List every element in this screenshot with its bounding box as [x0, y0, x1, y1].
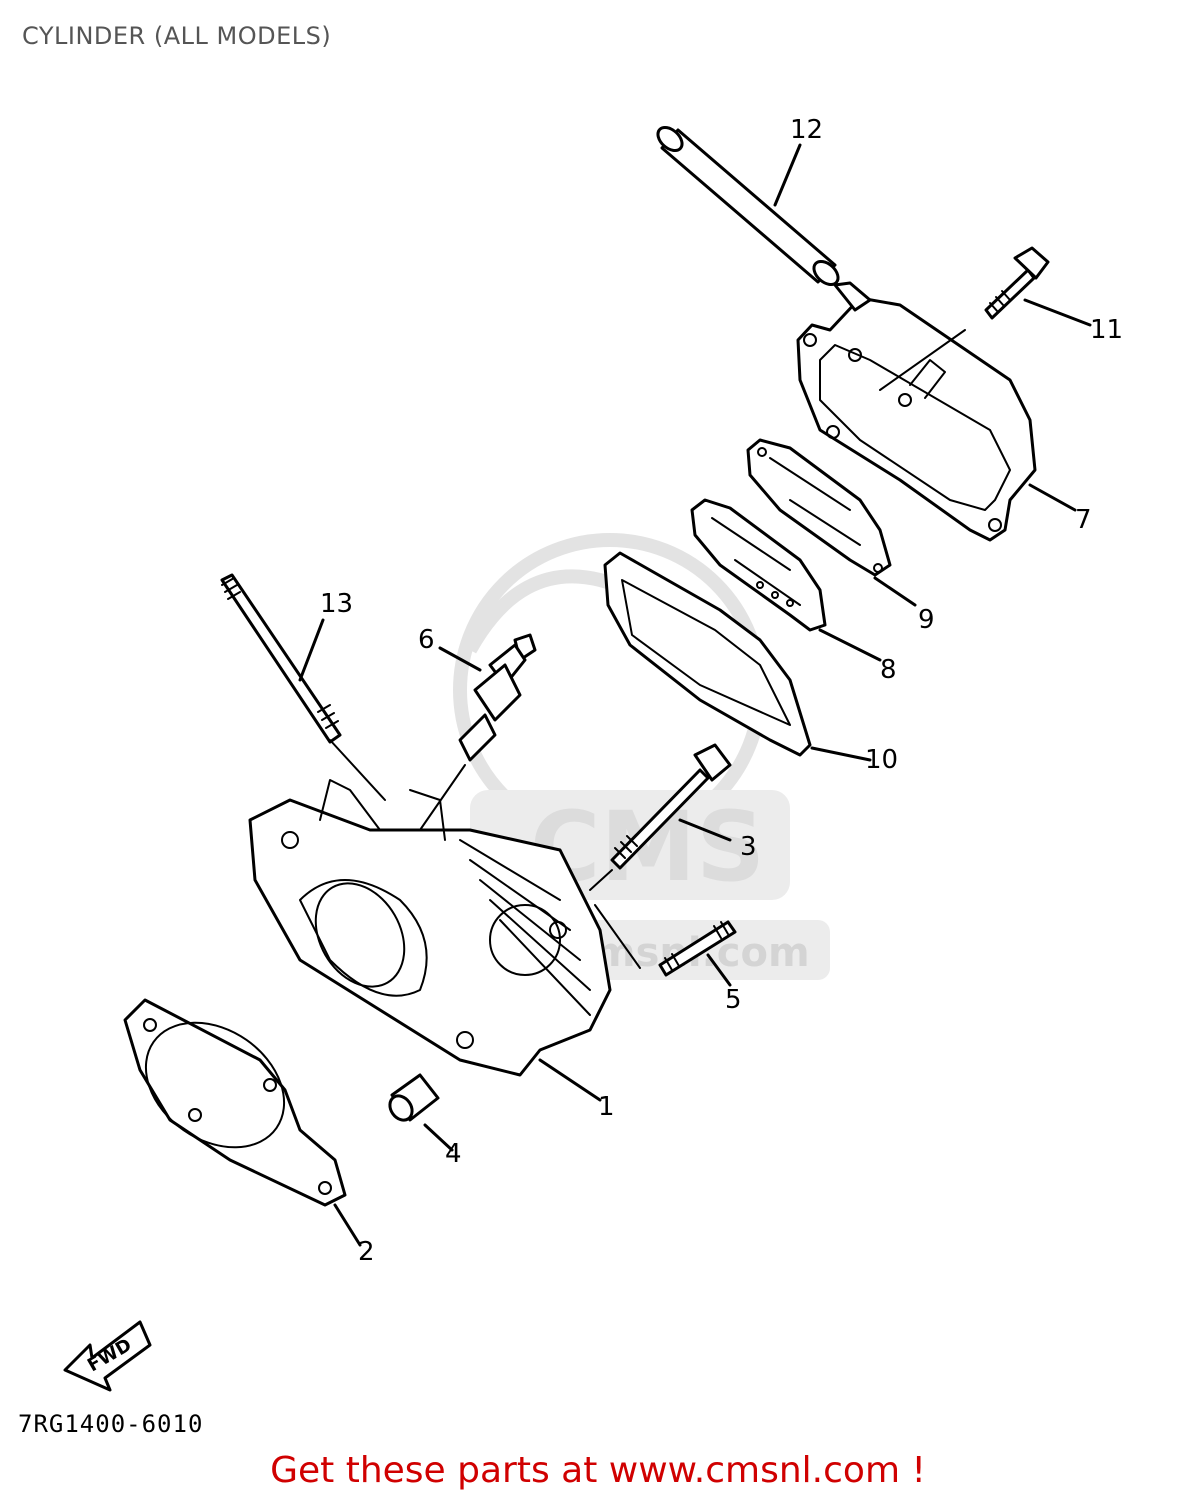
part-1-cylinder [248, 779, 612, 1077]
part-3-bolt [610, 743, 732, 870]
callout-4: 4 [445, 1139, 462, 1169]
callout-9: 9 [918, 605, 935, 635]
fwd-arrow-icon: FWD [63, 1320, 152, 1392]
part-5-stud [658, 920, 737, 977]
callout-7: 7 [1075, 505, 1092, 535]
callout-11: 11 [1090, 315, 1123, 345]
part-2-gasket [123, 998, 347, 1207]
part-13-stud [220, 573, 342, 744]
part-9-gasket [746, 438, 892, 577]
callout-8: 8 [880, 655, 897, 685]
callout-5: 5 [725, 985, 742, 1015]
part-4-dowel [388, 1073, 440, 1122]
promo-link-text[interactable]: Get these parts at www.cmsnl.com ! [270, 1450, 926, 1491]
page-title: CYLINDER (ALL MODELS) [22, 22, 332, 50]
callout-3: 3 [740, 832, 757, 862]
callout-1: 1 [598, 1092, 615, 1122]
exploded-parts-diagram: CMS .cmsnl.com [63, 115, 1123, 1392]
part-7-cover [796, 281, 1037, 542]
part-8-reed-plate [690, 498, 827, 632]
diagram-code: 7RG1400-6010 [18, 1410, 204, 1438]
part-11-bolt [984, 246, 1050, 320]
callout-12: 12 [790, 115, 823, 145]
leader-lines [298, 143, 1092, 1247]
part-6-spark-plug [458, 633, 537, 762]
callout-10: 10 [865, 745, 898, 775]
part-10-gasket [603, 551, 812, 757]
callout-6: 6 [418, 625, 435, 655]
callout-labels: 1 2 3 4 5 6 7 8 9 10 11 12 13 [320, 115, 1123, 1267]
callout-13: 13 [320, 589, 353, 619]
part-12-hose [656, 125, 840, 287]
callout-2: 2 [358, 1237, 375, 1267]
